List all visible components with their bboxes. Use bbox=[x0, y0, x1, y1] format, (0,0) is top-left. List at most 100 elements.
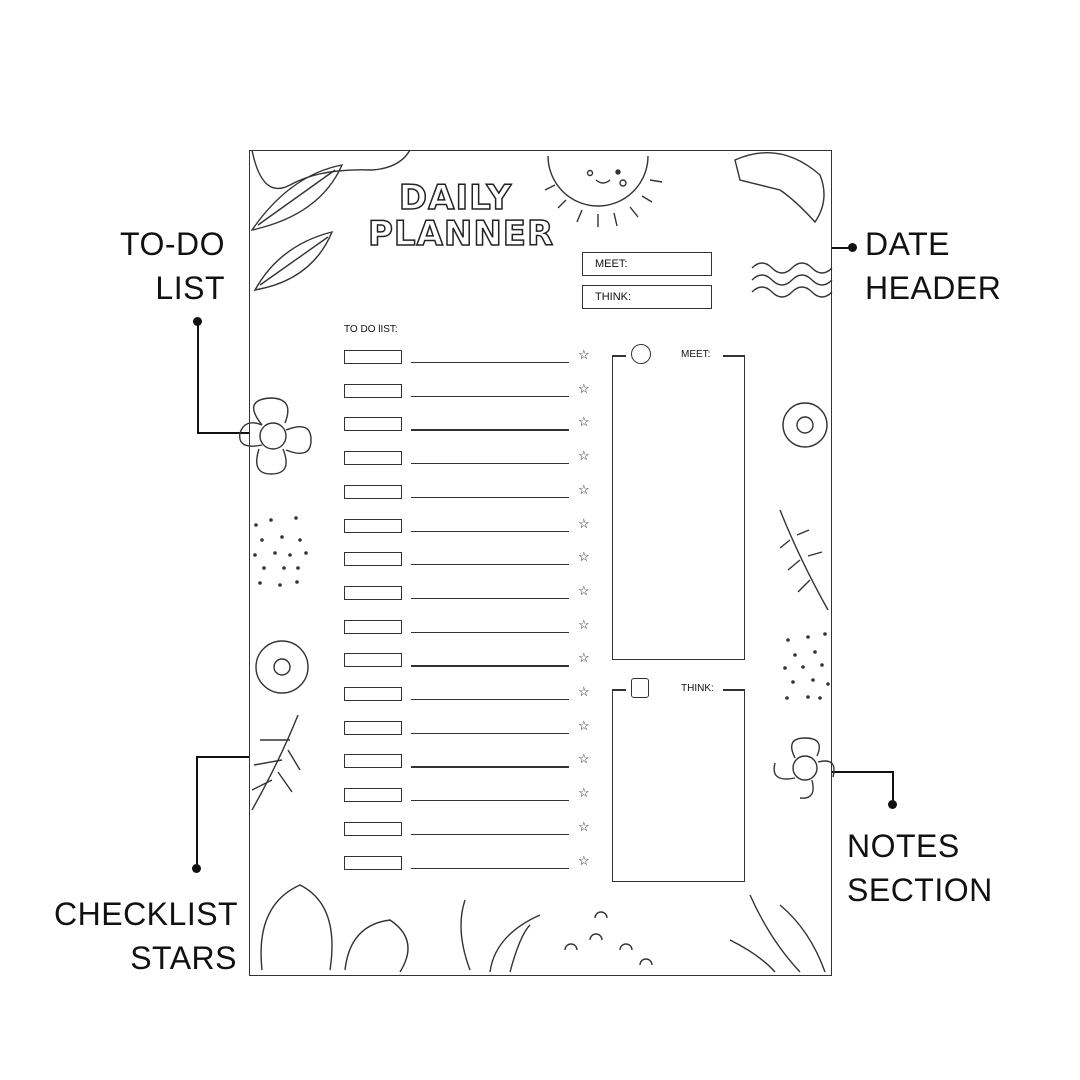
todo-row: ☆ bbox=[344, 616, 594, 634]
todo-checkbox[interactable] bbox=[344, 653, 402, 668]
todo-checkbox[interactable] bbox=[344, 788, 402, 803]
todo-text-line[interactable] bbox=[411, 833, 569, 836]
leaf-icon bbox=[250, 149, 411, 291]
callout-text: LIST bbox=[155, 270, 225, 306]
todo-text-line[interactable] bbox=[411, 564, 569, 566]
title-line: PLANNER bbox=[367, 214, 555, 254]
todo-checkbox[interactable] bbox=[344, 619, 402, 634]
todo-list-label: TO DO lIST: bbox=[344, 324, 398, 335]
todo-text-line[interactable] bbox=[411, 530, 569, 532]
todo-text-line[interactable] bbox=[411, 665, 569, 667]
star-icon[interactable]: ☆ bbox=[578, 549, 590, 565]
callout-line bbox=[196, 756, 198, 868]
star-icon[interactable]: ☆ bbox=[578, 751, 590, 767]
callout-line bbox=[197, 321, 199, 433]
meet-notes-panel[interactable]: MEET: bbox=[612, 344, 745, 660]
todo-text-line[interactable] bbox=[411, 867, 569, 869]
star-icon[interactable]: ☆ bbox=[578, 684, 590, 699]
panel-border bbox=[612, 355, 626, 357]
todo-checkbox[interactable] bbox=[344, 754, 402, 769]
star-icon[interactable]: ☆ bbox=[578, 448, 590, 464]
todo-row: ☆ bbox=[344, 852, 594, 870]
callout-dot bbox=[848, 243, 857, 252]
star-icon[interactable]: ☆ bbox=[578, 582, 590, 598]
todo-text-line[interactable] bbox=[411, 766, 569, 768]
title-line: DAILY bbox=[398, 178, 513, 218]
bottom-leaves-icon bbox=[260, 884, 826, 973]
star-icon[interactable]: ☆ bbox=[578, 650, 590, 666]
todo-row: ☆ bbox=[344, 650, 594, 668]
callout-line bbox=[197, 432, 275, 434]
callout-text: CHECKLIST bbox=[54, 896, 239, 932]
callout-todo-list: TO-DO LIST bbox=[97, 222, 225, 310]
callout-text: HEADER bbox=[865, 270, 1002, 306]
todo-checkbox[interactable] bbox=[344, 552, 402, 567]
star-icon[interactable]: ☆ bbox=[578, 414, 590, 430]
todo-checkbox[interactable] bbox=[344, 821, 402, 836]
callout-text: STARS bbox=[130, 940, 237, 976]
wave-icon bbox=[751, 262, 833, 298]
todo-row: ☆ bbox=[344, 582, 594, 600]
clock-icon bbox=[631, 344, 651, 364]
todo-row: ☆ bbox=[344, 448, 594, 466]
meet-label: MEET: bbox=[681, 349, 711, 360]
page-title: DAILY PLANNER bbox=[367, 178, 555, 254]
todo-row: ☆ bbox=[344, 481, 594, 499]
todo-checkbox[interactable] bbox=[344, 350, 402, 364]
todo-text-line[interactable] bbox=[411, 496, 569, 499]
callout-line bbox=[892, 771, 894, 803]
callout-dot bbox=[888, 800, 897, 809]
sun-icon bbox=[544, 155, 663, 227]
todo-row: ☆ bbox=[344, 785, 594, 803]
star-icon[interactable]: ☆ bbox=[578, 818, 590, 834]
todo-checkbox[interactable] bbox=[344, 383, 402, 398]
star-icon[interactable]: ☆ bbox=[578, 616, 590, 632]
todo-row: ☆ bbox=[344, 751, 594, 769]
todo-text-line[interactable] bbox=[411, 395, 569, 397]
todo-row: ☆ bbox=[344, 515, 594, 533]
callout-dot bbox=[192, 864, 201, 873]
think-notes-panel[interactable]: THINK: bbox=[612, 678, 745, 882]
panel-border bbox=[612, 689, 626, 691]
callout-text: NOTES bbox=[847, 828, 960, 864]
todo-checkbox[interactable] bbox=[344, 687, 402, 701]
todo-checkbox[interactable] bbox=[344, 518, 402, 533]
star-icon[interactable]: ☆ bbox=[578, 717, 590, 733]
todo-text-line[interactable] bbox=[411, 631, 569, 633]
star-icon[interactable]: ☆ bbox=[578, 852, 590, 868]
todo-text-line[interactable] bbox=[411, 597, 569, 600]
date-header-meet-field[interactable]: MEET: bbox=[582, 252, 712, 276]
star-icon[interactable]: ☆ bbox=[578, 347, 590, 362]
todo-checkbox[interactable] bbox=[344, 451, 402, 466]
callout-date-header: DATE HEADER bbox=[865, 222, 1001, 310]
star-icon[interactable]: ☆ bbox=[578, 515, 590, 531]
monstera-leaf-icon bbox=[734, 152, 825, 224]
todo-checkbox[interactable] bbox=[344, 417, 402, 432]
todo-checkbox[interactable] bbox=[344, 855, 402, 870]
think-label: THINK: bbox=[681, 683, 714, 694]
star-icon[interactable]: ☆ bbox=[578, 481, 590, 497]
todo-row: ☆ bbox=[344, 347, 594, 364]
todo-row: ☆ bbox=[344, 717, 594, 735]
star-icon[interactable]: ☆ bbox=[578, 380, 590, 396]
todo-text-line[interactable] bbox=[411, 463, 569, 465]
star-icon[interactable]: ☆ bbox=[578, 785, 590, 801]
date-header-think-field[interactable]: THINK: bbox=[582, 285, 712, 309]
todo-text-line[interactable] bbox=[411, 429, 569, 431]
callout-text: TO-DO bbox=[119, 226, 225, 262]
callout-text: DATE bbox=[865, 226, 950, 262]
todo-text-line[interactable] bbox=[411, 732, 569, 734]
todo-checkbox[interactable] bbox=[344, 585, 402, 600]
todo-checkbox[interactable] bbox=[344, 720, 402, 735]
todo-text-line[interactable] bbox=[411, 362, 569, 364]
todo-text-line[interactable] bbox=[411, 800, 569, 802]
todo-row: ☆ bbox=[344, 818, 594, 836]
planner-sheet bbox=[249, 150, 832, 976]
flower-icon bbox=[773, 737, 835, 799]
callout-line bbox=[196, 756, 276, 758]
daisy-icon bbox=[782, 402, 828, 448]
todo-text-line[interactable] bbox=[411, 699, 569, 701]
todo-checkbox[interactable] bbox=[344, 484, 402, 499]
todo-row: ☆ bbox=[344, 380, 594, 398]
